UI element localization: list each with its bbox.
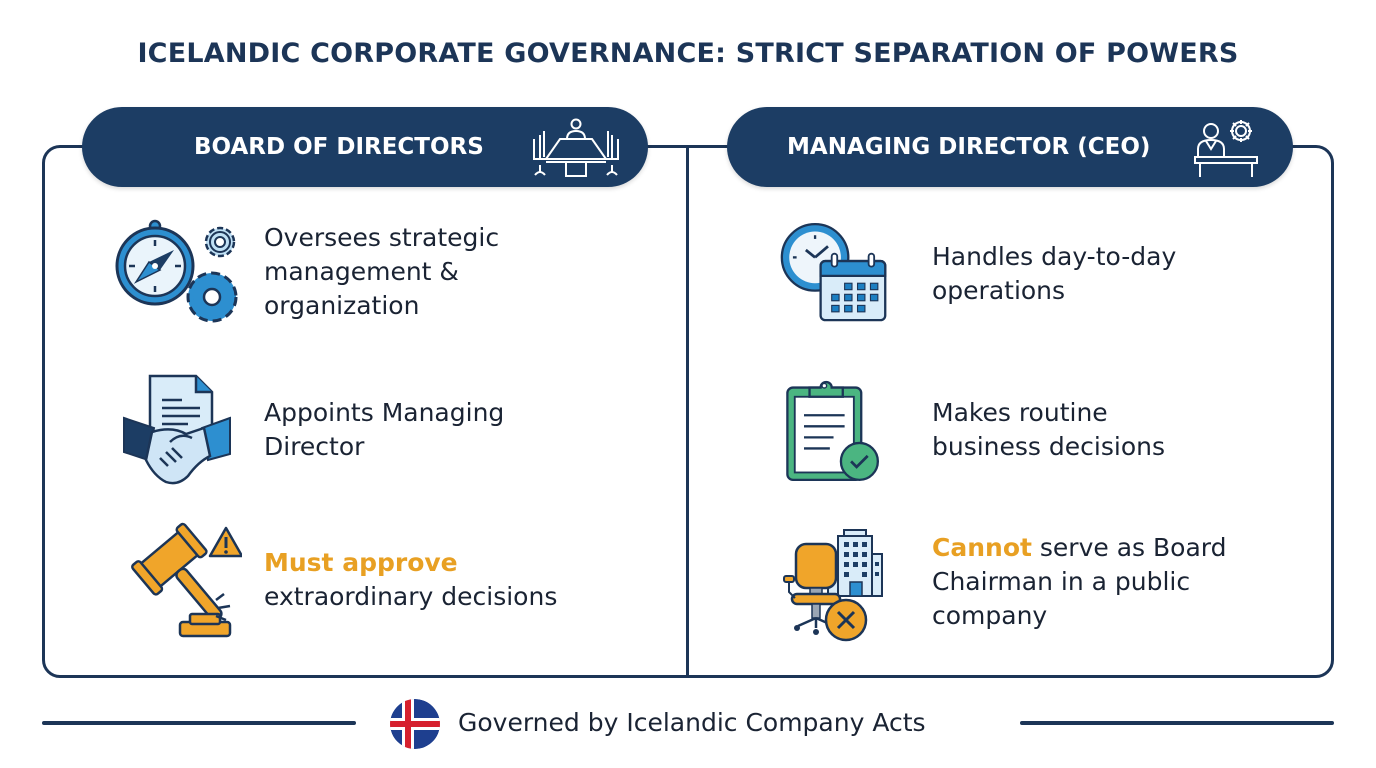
must-approve-highlight: Must approve [264,548,458,577]
text-line: Chairman in a public [932,567,1191,596]
text-line: serve as Board [1031,533,1227,562]
text-line: operations [932,276,1066,305]
text-line: Appoints Managing [264,398,505,427]
board-item-approve-text: Must approve extraordinary decisions [264,546,557,614]
board-header: BOARD OF DIRECTORS [82,107,648,187]
ceo-header: MANAGING DIRECTOR (CEO) [727,107,1293,187]
ceo-item-routine: Makes routine business decisions [780,370,1165,490]
cannot-highlight: Cannot [932,533,1032,562]
center-divider [686,145,689,678]
board-item-approve: Must approve extraordinary decisions [112,520,557,640]
ceo-item-routine-text: Makes routine business decisions [932,396,1165,464]
footer-line-right [1020,721,1334,725]
clipboard-check-icon [786,380,879,482]
page-title: ICELANDIC CORPORATE GOVERNANCE: STRICT S… [137,38,1239,69]
text-line: organization [264,291,420,320]
board-item-appoints-text: Appoints Managing Director [264,396,504,464]
clock-calendar-icon [780,222,887,322]
ceo-header-label: MANAGING DIRECTOR (CEO) [787,134,1151,160]
compass-gears-icon [115,219,238,323]
text-line: Handles day-to-day [932,242,1177,271]
footer-line-left [42,721,356,725]
footer-text: Governed by Icelandic Company Acts [458,708,926,737]
boardroom-table-icon [533,118,619,177]
text-line: management & [264,257,459,286]
text-line: Oversees strategic [264,223,500,252]
ceo-item-operations: Handles day-to-day operations [780,214,1176,334]
board-header-label: BOARD OF DIRECTORS [194,134,484,160]
board-item-strategic: Oversees strategic management & organiza… [112,212,499,332]
gavel-warning-icon [131,522,242,638]
ceo-item-cannot: Cannot serve as Board Chairman in a publ… [770,522,1226,642]
iceland-flag-icon [390,699,440,749]
board-item-appoints: Appoints Managing Director [112,370,504,490]
handshake-document-icon [123,374,231,485]
text-line: extraordinary decisions [264,582,558,611]
text-line: Director [264,432,365,461]
board-item-strategic-text: Oversees strategic management & organiza… [264,221,499,323]
ceo-item-operations-text: Handles day-to-day operations [932,240,1176,308]
text-line: business decisions [932,432,1165,461]
ceo-item-cannot-text: Cannot serve as Board Chairman in a publ… [932,531,1226,633]
person-desk-gear-icon [1194,120,1258,177]
text-line: company [932,601,1048,630]
chair-building-x-icon [783,529,883,642]
text-line: Makes routine [932,398,1108,427]
